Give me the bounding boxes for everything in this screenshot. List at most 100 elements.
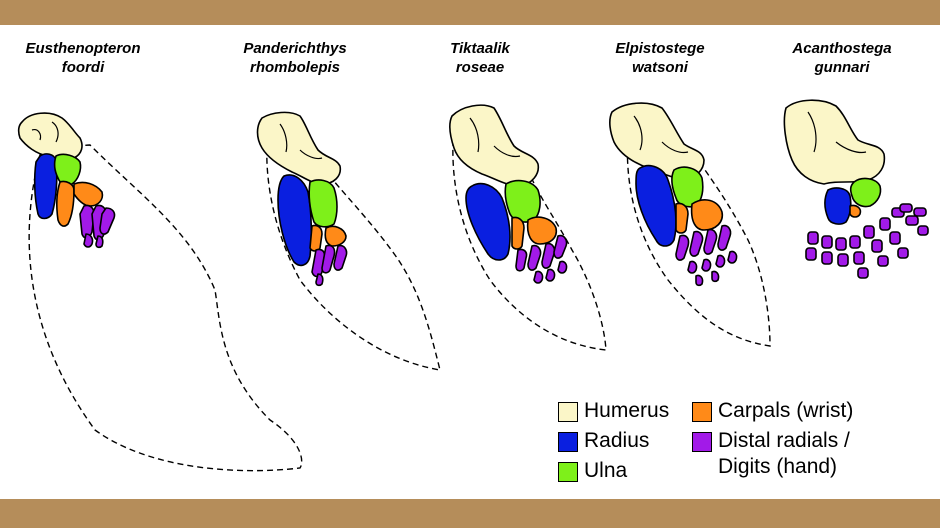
legend-item-carpals: Carpals (wrist) <box>692 398 853 426</box>
ulna-tiktaalik <box>504 179 541 223</box>
legend-label-carpals: Carpals (wrist) <box>718 399 854 422</box>
species-label-eusthenopteron: Eusthenopteron foordi <box>8 39 158 77</box>
legend-swatch-humerus <box>558 402 578 422</box>
carpal-eusthenopteron-1 <box>55 180 75 227</box>
legend-item-humerus: Humerus <box>558 398 669 426</box>
digit-acanthostega-7c <box>917 225 929 236</box>
digit-acanthostega-1b <box>805 247 817 261</box>
distal-tiktaalik-2 <box>527 244 542 271</box>
carpal-panderichthys-2 <box>324 225 347 247</box>
digit-acanthostega-6c <box>897 247 909 259</box>
species-genus: Tiktaalik <box>450 40 510 57</box>
distal-panderichthys-3 <box>333 244 348 271</box>
species-epithet: roseae <box>455 59 505 76</box>
ulna-acanthostega <box>849 177 882 208</box>
species-label-tiktaalik: Tiktaalik roseae <box>420 39 540 77</box>
distal-panderichthys-2 <box>321 244 336 274</box>
humerus-ridge-eusthenopteron <box>31 129 42 141</box>
digit-acanthostega-8b <box>913 207 927 217</box>
species-genus: Elpistostege <box>615 40 705 57</box>
distal-elpistostege-10 <box>711 270 720 283</box>
digit-acanthostega-2a <box>821 235 833 249</box>
species-genus: Panderichthys <box>243 40 347 57</box>
species-epithet: gunnari <box>814 59 870 76</box>
distal-tiktaalik-1 <box>515 248 528 272</box>
humerus-eusthenopteron <box>17 112 83 161</box>
radius-acanthostega <box>824 187 852 225</box>
humerus-panderichthys <box>256 111 342 185</box>
legend-item-ulna: Ulna <box>558 458 627 486</box>
legend-label-humerus: Humerus <box>584 399 670 422</box>
distal-tiktaalik-6 <box>545 268 556 282</box>
carpal-eusthenopteron-2 <box>73 181 104 207</box>
distal-panderichthys-4 <box>315 273 324 287</box>
ulna-panderichthys <box>308 179 338 228</box>
top-frame-bar <box>0 0 940 25</box>
legend-item-distal: Distal radials / Digits (hand) <box>692 428 850 478</box>
carpal-panderichthys-1 <box>309 224 323 252</box>
humerus-ridge-acanthostega <box>807 111 817 153</box>
digit-acanthostega-6b <box>889 231 901 245</box>
legend-label-radius: Radius <box>584 429 650 452</box>
radius-tiktaalik <box>465 182 511 261</box>
humerus-ridge2-tiktaalik <box>493 145 521 158</box>
fin-panderichthys <box>256 111 441 371</box>
distal-elpistostege-4 <box>717 224 732 251</box>
carpal-tiktaalik-2 <box>526 216 558 245</box>
distal-tiktaalik-7 <box>557 260 568 274</box>
legend-label-distal-line1: Distal radials / <box>718 429 850 452</box>
digit-acanthostega-3b <box>837 253 849 267</box>
digit-acanthostega-4a <box>849 235 861 249</box>
digit-acanthostega-5c <box>877 255 889 267</box>
legend-swatch-carpals <box>692 402 712 422</box>
distal-eusthenopteron-1 <box>79 204 95 239</box>
species-epithet: rhombolepis <box>249 59 340 76</box>
distal-elpistostege-7 <box>715 254 726 268</box>
distal-elpistostege-2 <box>689 230 704 257</box>
radius-eusthenopteron <box>33 153 58 220</box>
distal-eusthenopteron-3 <box>99 207 116 235</box>
fin-outline-elpistostege <box>626 117 771 347</box>
humerus-acanthostega <box>783 99 886 185</box>
fin-tiktaalik <box>449 104 607 351</box>
digit-acanthostega-7b <box>905 215 919 226</box>
legend: Humerus Radius Ulna Carpals (wrist) Dist… <box>558 398 898 498</box>
humerus-ridge2-elpistostege <box>661 141 689 154</box>
digit-acanthostega-5b <box>871 239 883 253</box>
digit-acanthostega-5a <box>863 225 875 239</box>
legend-swatch-ulna <box>558 462 578 482</box>
legend-swatch-radius <box>558 432 578 452</box>
fin-outline-eusthenopteron <box>28 144 303 472</box>
distal-tiktaalik-5 <box>533 270 544 284</box>
fin-elpistostege <box>609 102 771 347</box>
humerus-ridge-tiktaalik <box>469 117 480 153</box>
distal-tiktaalik-4 <box>553 234 568 259</box>
radius-panderichthys <box>277 174 313 267</box>
carpal-acanthostega <box>849 204 862 218</box>
limb-acanthostega <box>783 99 929 279</box>
fin-eusthenopteron <box>17 112 303 472</box>
ulna-eusthenopteron <box>53 153 82 186</box>
digit-acanthostega-1a <box>807 231 819 245</box>
carpal-tiktaalik-1 <box>511 216 525 250</box>
digit-acanthostega-4b <box>853 251 865 265</box>
humerus-ridge-elpistostege <box>633 115 643 151</box>
bottom-frame-bar <box>0 499 940 528</box>
humerus-ridge2-panderichthys <box>299 149 323 160</box>
distal-elpistostege-6 <box>701 258 712 272</box>
distal-tiktaalik-3 <box>541 242 556 269</box>
digits-acanthostega <box>805 203 929 279</box>
species-epithet: watsoni <box>632 59 688 76</box>
legend-label-distal: Distal radials / Digits (hand) <box>718 428 850 480</box>
legend-item-radius: Radius <box>558 428 649 456</box>
legend-label-ulna: Ulna <box>584 459 628 482</box>
species-genus: Acanthostega <box>792 40 892 57</box>
species-label-panderichthys: Panderichthys rhombolepis <box>220 39 370 77</box>
digit-acanthostega-6a <box>879 217 891 231</box>
distal-elpistostege-3 <box>703 228 718 255</box>
humerus-ridge2-eusthenopteron <box>51 121 59 143</box>
distal-elpistostege-1 <box>675 234 690 261</box>
carpal-elpistostege-2 <box>690 199 724 231</box>
legend-swatch-distal <box>692 432 712 452</box>
